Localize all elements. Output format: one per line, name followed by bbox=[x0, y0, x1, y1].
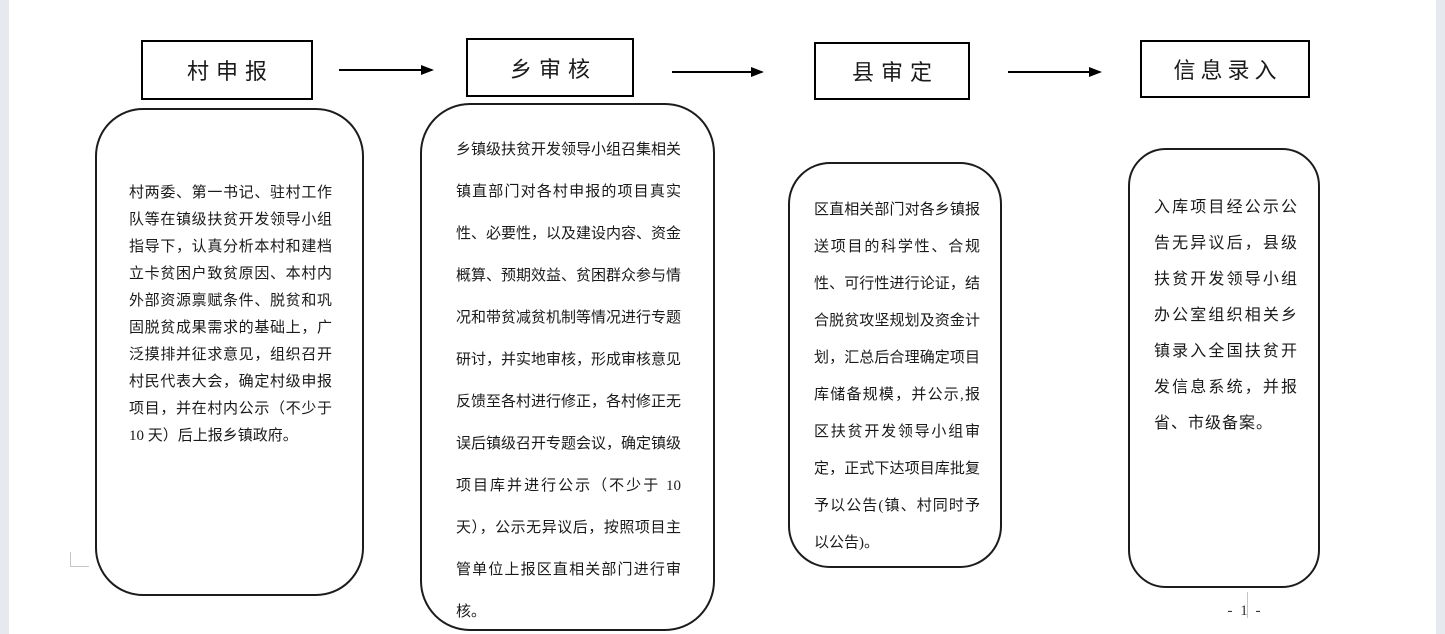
flow-arrow-icon bbox=[672, 71, 762, 73]
text-boundary-mark bbox=[1247, 592, 1248, 618]
stage-title-box: 乡审核 bbox=[466, 38, 634, 97]
left-page-edge bbox=[0, 0, 9, 634]
page-number: - 1 - bbox=[1227, 603, 1263, 619]
stage-title: 县审定 bbox=[851, 60, 939, 85]
stage-description: 乡镇级扶贫开发领导小组召集相关镇直部门对各村申报的项目真实性、必要性，以及建设内… bbox=[456, 142, 682, 620]
stage-title-box: 信息录入 bbox=[1140, 40, 1310, 98]
stage-title: 信息录入 bbox=[1173, 58, 1282, 83]
text-boundary-mark bbox=[70, 552, 89, 567]
stage-title: 村申报 bbox=[186, 59, 274, 84]
stage-description-box: 乡镇级扶贫开发领导小组召集相关镇直部门对各村申报的项目真实性、必要性，以及建设内… bbox=[420, 103, 715, 631]
stage-title-box: 村申报 bbox=[141, 40, 313, 100]
stage-description-box: 区直相关部门对各乡镇报送项目的科学性、合规性、可行性进行论证，结合脱贫攻坚规划及… bbox=[788, 162, 1002, 568]
stage-title-box: 县审定 bbox=[814, 42, 970, 100]
right-page-edge bbox=[1436, 0, 1445, 634]
flow-arrow-icon bbox=[339, 69, 432, 71]
stage-title: 乡审核 bbox=[509, 56, 597, 82]
stage-description: 村两委、第一书记、驻村工作队等在镇级扶贫开发领导小组指导下，认真分析本村和建档立… bbox=[129, 185, 332, 444]
stage-description: 区直相关部门对各乡镇报送项目的科学性、合规性、可行性进行论证，结合脱贫攻坚规划及… bbox=[814, 202, 980, 551]
flow-arrow-icon bbox=[1008, 71, 1100, 73]
stage-description: 入库项目经公示公告无异议后，县级扶贫开发领导小组办公室组织相关乡镇录入全国扶贫开… bbox=[1154, 199, 1298, 432]
stage-description-box: 村两委、第一书记、驻村工作队等在镇级扶贫开发领导小组指导下，认真分析本村和建档立… bbox=[95, 108, 364, 596]
stage-description-box: 入库项目经公示公告无异议后，县级扶贫开发领导小组办公室组织相关乡镇录入全国扶贫开… bbox=[1128, 148, 1320, 588]
